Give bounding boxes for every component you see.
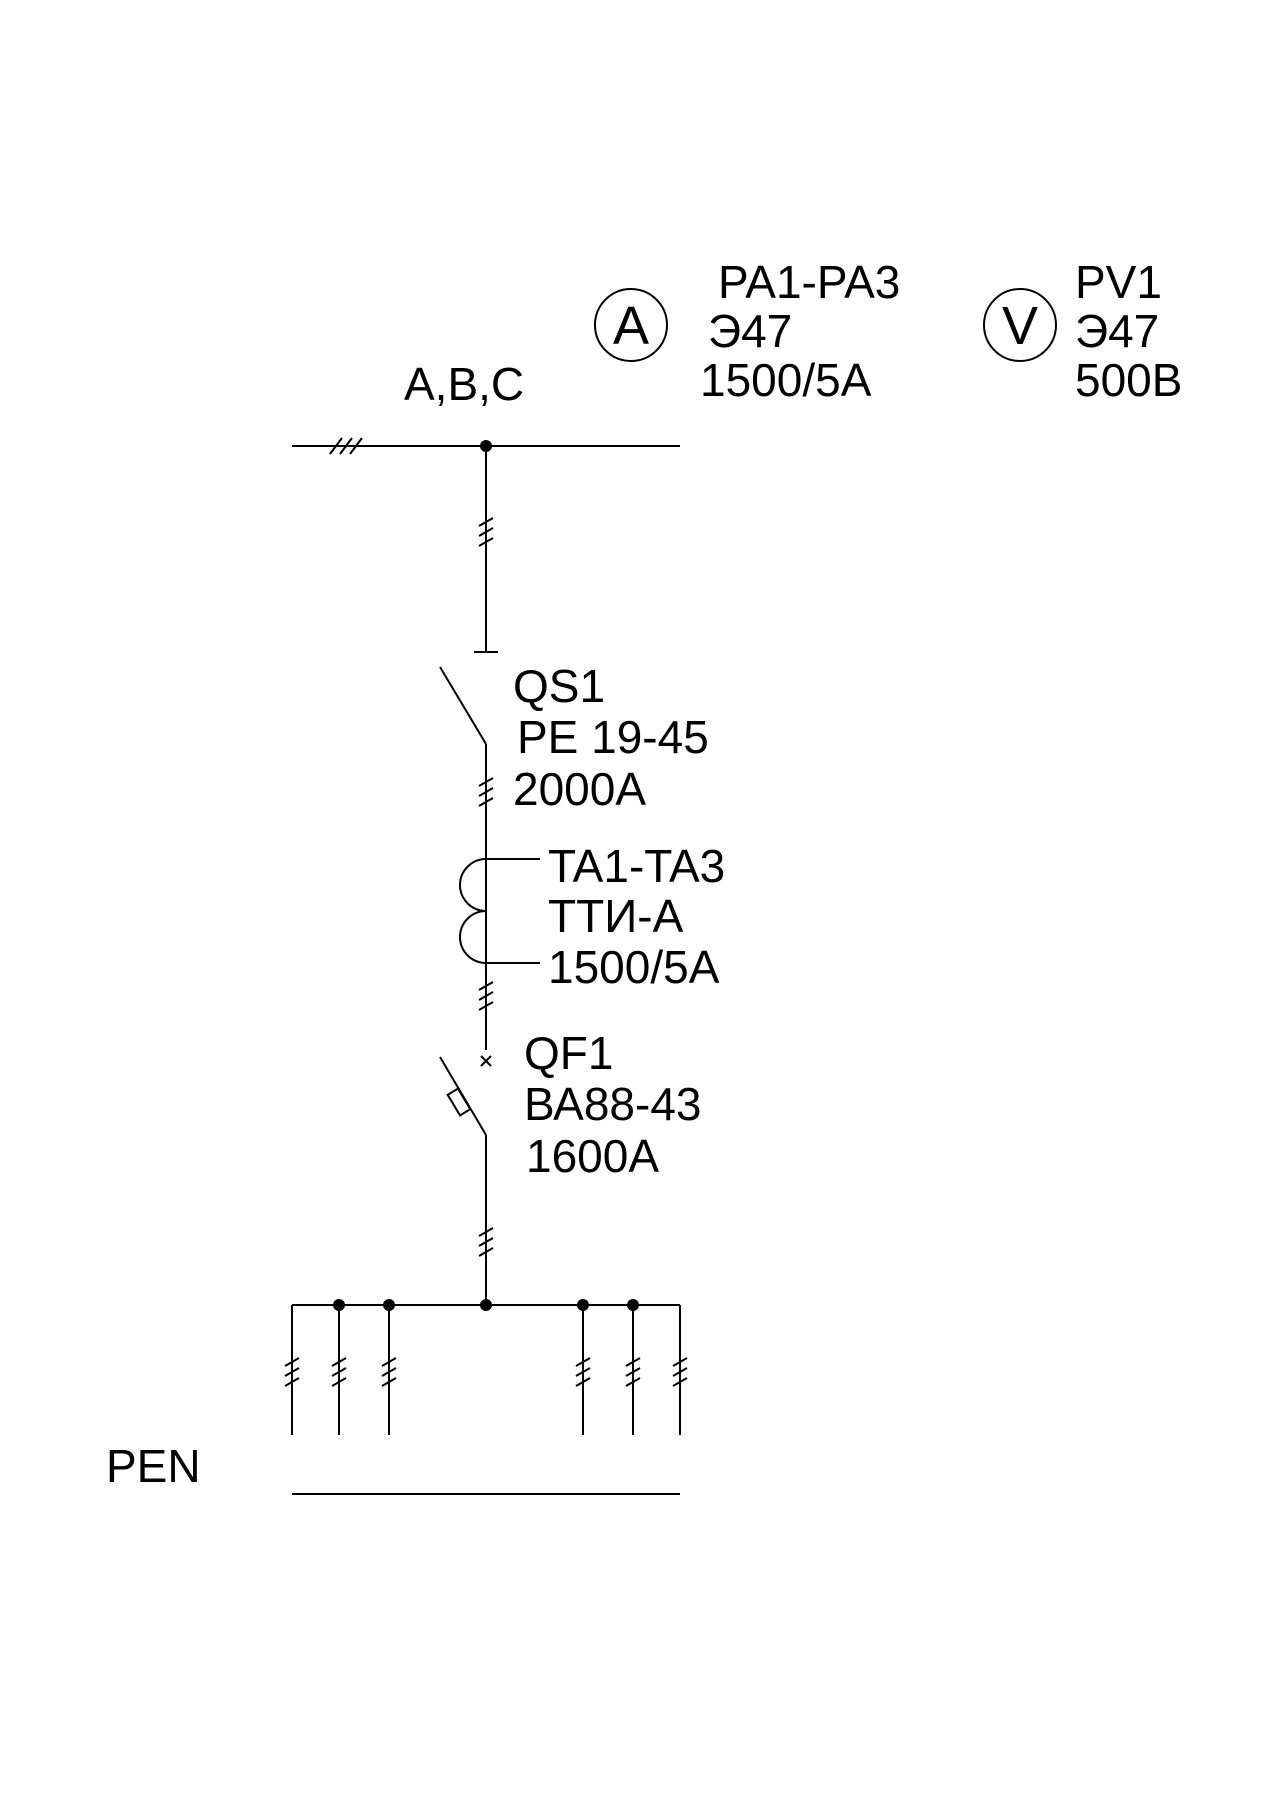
ct-coil-lower [459, 910, 487, 964]
qs1-rating: 2000А [513, 763, 646, 815]
distribution-bus [292, 1299, 680, 1311]
qs1-blade [439, 666, 487, 745]
distribution-junction-dot [480, 1299, 492, 1311]
qs1-ticks [478, 777, 494, 807]
outgoing-feeder [672, 1305, 688, 1435]
qf1-model: ВА88-43 [524, 1078, 702, 1130]
ct-rating: 1500/5А [548, 941, 720, 993]
outgoing-feeder [284, 1305, 300, 1435]
pen-bus: PEN [106, 1440, 680, 1495]
voltmeter-rating: 500В [1075, 354, 1182, 406]
circuit-breaker-qf1: QF1 ВА88-43 1600А [439, 1027, 702, 1305]
current-transformer-ta: TA1-TA3 ТТИ-А 1500/5А [459, 840, 725, 1050]
ammeter-rating: 1500/5А [700, 354, 872, 406]
qf1-ticks [478, 1227, 494, 1257]
ammeter-designation: PA1-PA3 [718, 256, 900, 308]
outgoing-feeder [331, 1305, 347, 1435]
qf1-rating: 1600А [526, 1130, 659, 1182]
ammeter-symbol-circle [594, 288, 668, 362]
outgoing-feeder [625, 1305, 641, 1435]
qs1-designation: QS1 [513, 660, 605, 712]
ct-ticks [478, 981, 494, 1011]
qf1-trip-element [446, 1087, 472, 1117]
ammeter-symbol-letter: A [613, 296, 649, 356]
outgoing-feeder [575, 1305, 591, 1435]
bus-three-phase-ticks [329, 437, 363, 455]
disconnect-switch-qs1: QS1 РЕ 19-45 2000А [439, 651, 709, 850]
voltmeter-model: Э47 [1075, 305, 1159, 357]
ct-designation: TA1-TA3 [548, 840, 725, 892]
feeder-ticks-upper [478, 517, 494, 547]
voltmeter-symbol-letter: V [1002, 296, 1038, 356]
ammeter: A PA1-PA3 Э47 1500/5А [594, 256, 900, 406]
qf1-contact-x2 [480, 1055, 492, 1067]
ct-model: ТТИ-А [548, 890, 684, 942]
ct-coil-upper [459, 858, 487, 912]
pen-label: PEN [106, 1440, 201, 1492]
outgoing-feeder [381, 1305, 397, 1435]
bus-label: A,B,C [404, 358, 524, 410]
main-bus: A,B,C [292, 358, 680, 455]
qf1-designation: QF1 [524, 1027, 613, 1079]
voltmeter: V PV1 Э47 500В [983, 256, 1182, 406]
voltmeter-designation: PV1 [1075, 256, 1162, 308]
qs1-model: РЕ 19-45 [517, 711, 709, 763]
voltmeter-symbol-circle [983, 288, 1057, 362]
ammeter-model: Э47 [708, 305, 792, 357]
